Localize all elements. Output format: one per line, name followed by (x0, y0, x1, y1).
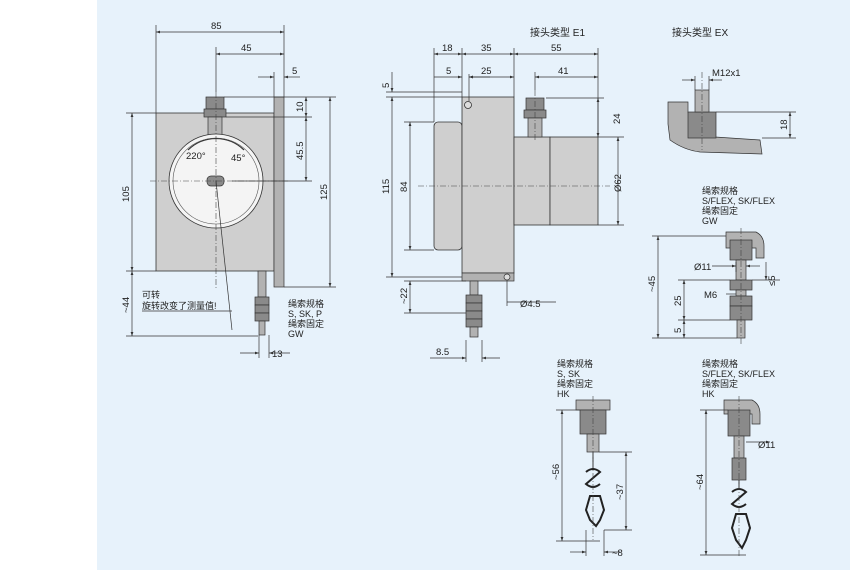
gw-dia-11: Ø11 (694, 262, 711, 273)
side-base-hole (503, 273, 511, 281)
hk2-dia-11: Ø11 (758, 440, 775, 451)
hk-detail-2: 绳索规格 S/FLEX, SK/FLEX 绳索固定 HK Ø11 ~64 (695, 358, 775, 556)
side-cable-sleeve (469, 280, 479, 296)
rotate-note-1: 可转 (142, 289, 160, 300)
front-view: 220° 45° 85 45 5 10 45.5 125 105 (121, 21, 336, 360)
gw-spec-value: S/FLEX, SK/FLEX (702, 196, 775, 206)
dim-105: 105 (121, 186, 132, 202)
dim-44: ~44 (121, 297, 132, 313)
dim-18: 18 (442, 43, 453, 54)
hk1-dim-37: ~37 (615, 484, 626, 500)
dim-13: 13 (272, 349, 283, 360)
dim-10: 10 (295, 101, 306, 112)
front-spec-title: 绳索规格 (288, 298, 324, 309)
side-cable-nut-1 (465, 294, 483, 304)
front-cable-nut-3 (254, 312, 270, 322)
ex-dim-18: 18 (779, 119, 790, 130)
dim-5-side: 5 (446, 66, 451, 77)
front-fix-value: GW (288, 329, 304, 339)
hk2-spec-title: 绳索规格 (702, 358, 738, 369)
gw-m6: M6 (704, 290, 717, 301)
side-cable-nut-3 (465, 310, 483, 320)
hk1-spec-title: 绳索规格 (557, 358, 593, 369)
front-fix-title: 绳索固定 (288, 318, 324, 329)
side-drum-boss (513, 136, 551, 226)
gw-fix-value: GW (702, 216, 718, 226)
front-cable-gland-body (203, 108, 227, 118)
gw-dim-5: 5 (673, 328, 684, 333)
dim-45: 45 (241, 43, 252, 54)
front-cable-nut-1 (254, 296, 270, 306)
dim-41: 41 (558, 66, 569, 77)
hk1-dim-8: ~8 (612, 548, 623, 559)
hk2-fix-title: 绳索固定 (702, 378, 738, 389)
side-screw-hole (464, 101, 472, 109)
hk1-hook (584, 495, 606, 528)
hk2-fix-value: HK (702, 389, 715, 399)
gw-detail: 绳索规格 S/FLEX, SK/FLEX 绳索固定 GW Ø11 ≤5 M6 ~… (647, 185, 780, 344)
front-cable-sleeve (257, 270, 267, 298)
dim-5-side-v: 5 (381, 83, 392, 88)
front-mount-plate (273, 96, 285, 288)
dim-dia-62: Ø62 (613, 174, 624, 192)
dim-8-5: 8.5 (436, 347, 449, 358)
side-housing-main (461, 96, 515, 274)
hk1-fix-value: HK (557, 389, 570, 399)
dim-125: 125 (319, 184, 330, 200)
dim-55: 55 (551, 43, 562, 54)
hk2-spec-value: S/FLEX, SK/FLEX (702, 369, 775, 379)
dim-5-front: 5 (292, 66, 297, 77)
gw-fix-title: 绳索固定 (702, 205, 738, 216)
ex-thread-label: M12x1 (712, 68, 741, 79)
header-connector-ex: 接头类型 EX (672, 26, 728, 39)
hk1-fix-title: 绳索固定 (557, 378, 593, 389)
dim-45-5: 45.5 (295, 142, 306, 161)
front-leader-line (215, 180, 233, 331)
side-cable-nut-2 (465, 302, 483, 312)
dim-84: 84 (399, 181, 410, 192)
front-cable-gland-nut (205, 96, 225, 110)
dim-85: 85 (211, 21, 222, 32)
side-drum-cover (549, 136, 599, 226)
dim-22: ~22 (399, 288, 410, 304)
header-connector-e1: 接头类型 E1 (530, 26, 585, 39)
dim-25: 25 (481, 66, 492, 77)
side-cable-end (469, 326, 479, 338)
ex-detail: 接头类型 EX M12x1 18 (667, 26, 796, 155)
side-view: 接头类型 E1 18 35 55 5 25 (381, 26, 624, 362)
front-cable-end (258, 320, 266, 336)
hk1-spec-value: S, SK (557, 369, 580, 379)
hk2-hook (730, 513, 752, 550)
dial-angle-right: 45° (231, 153, 246, 164)
side-cable-nut-4 (465, 318, 483, 328)
hk-detail-1: 绳索规格 S, SK 绳索固定 HK ~56 ~37 ~8 (551, 358, 632, 559)
dial-angle-left: 220° (186, 151, 206, 162)
gw-le-5: ≤5 (767, 276, 778, 287)
gw-dim-25: 25 (673, 295, 684, 306)
dim-35: 35 (481, 43, 492, 54)
hk1-dim-56: ~56 (551, 464, 562, 480)
hk2-dim-64: ~64 (695, 474, 706, 490)
gw-spec-title: 绳索规格 (702, 185, 738, 196)
front-cable-nut-2 (254, 304, 270, 314)
gw-dim-45: ~45 (647, 276, 658, 292)
front-spec-value: S, SK, P (288, 309, 322, 319)
dim-dia-4-5: Ø4.5 (520, 299, 541, 310)
dim-115: 115 (381, 179, 392, 194)
ex-thread (694, 89, 710, 113)
rotate-note-2: 旋转改变了测量值! (142, 300, 217, 311)
dim-24: 24 (612, 113, 623, 124)
